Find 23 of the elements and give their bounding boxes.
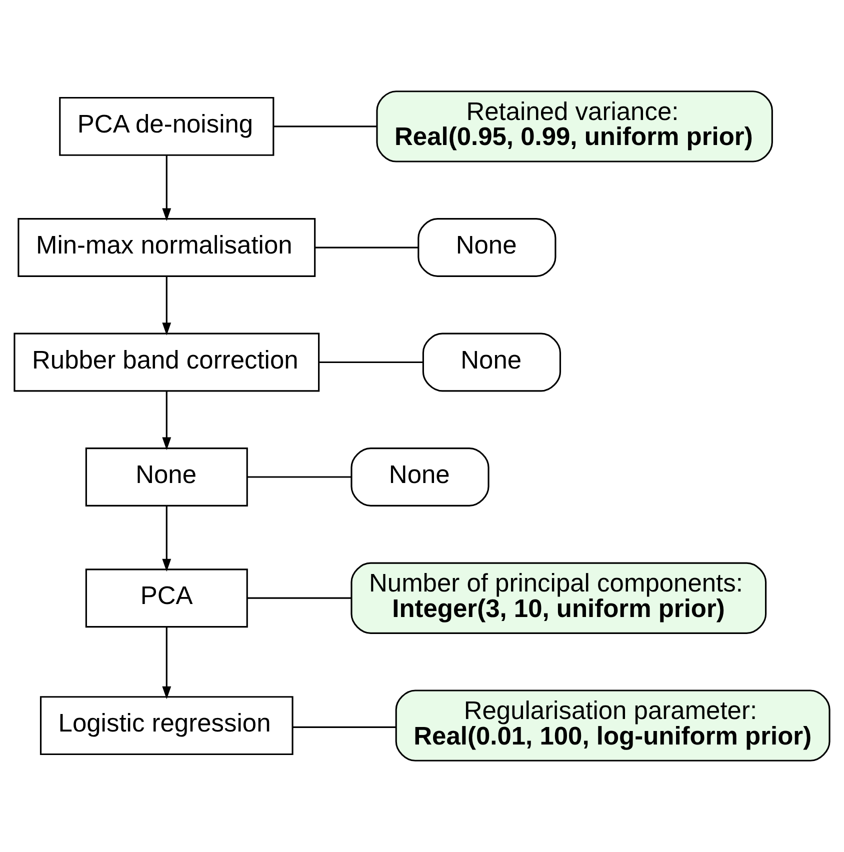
arrow (162, 276, 172, 336)
node-box: None (350, 448, 490, 506)
arrow (162, 627, 172, 700)
node-box: Logistic regression (40, 696, 294, 756)
connector (292, 726, 396, 728)
node-box: Min-max normalisation (18, 218, 316, 278)
node-box: Number of principal components: Integer(3, 10, uniform prior) (350, 562, 767, 634)
arrow (162, 391, 172, 450)
node-box: PCA de-noising (59, 96, 274, 156)
node-box: Rubber band correction (14, 332, 320, 392)
node-box: Retained variance: Real(0.95, 0.99, uniform prior) (376, 90, 773, 162)
node-box: PCA (85, 568, 248, 628)
connector (247, 597, 352, 599)
connector (319, 361, 423, 364)
node-box: None (418, 218, 556, 278)
node-box: None (422, 332, 562, 392)
connector (248, 476, 352, 478)
connector (315, 246, 418, 248)
arrow (162, 155, 172, 222)
connector (274, 126, 377, 128)
arrow (162, 506, 172, 572)
node-box: None (85, 448, 248, 506)
node-box: Regularisation parameter: Real(0.01, 100, log-uniform prior) (395, 690, 830, 762)
